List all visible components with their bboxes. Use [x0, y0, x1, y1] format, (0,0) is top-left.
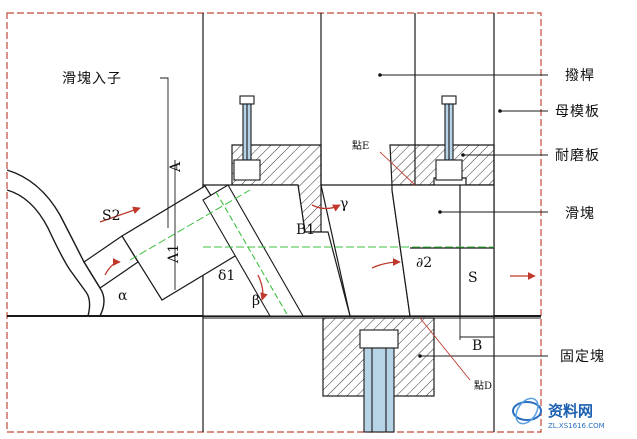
dim-b1: B1	[296, 222, 315, 238]
motion-arrows	[99, 204, 536, 301]
slider-block	[391, 184, 495, 317]
label-wear-plate: 耐磨板	[555, 148, 600, 164]
label-cavity-plate: 母模板	[555, 104, 600, 120]
mold-border	[6, 12, 542, 433]
watermark-title: 资料网	[548, 402, 593, 420]
label-slider: 滑塊	[565, 205, 595, 222]
leader-lines	[160, 73, 548, 381]
label-point-d: 點D	[474, 379, 492, 392]
bottom-rod	[359, 329, 399, 433]
watermark-url: ZL.XS1616.COM	[548, 422, 605, 430]
dim-beta: β	[252, 293, 260, 309]
dim-delta2: ∂2	[416, 255, 432, 271]
label-lifter-rod: 撥桿	[565, 68, 595, 84]
dim-lines	[174, 160, 495, 340]
label-fixed-block: 固定塊	[560, 349, 605, 365]
bolt-right	[435, 95, 463, 181]
angled-pin	[202, 184, 304, 317]
dim-b: B	[472, 338, 482, 354]
dim-s: S	[468, 270, 478, 286]
dim-gamma: γ	[340, 196, 348, 212]
dim-delta1: δ1	[218, 268, 235, 284]
dim-s2: S2	[102, 208, 121, 224]
dim-a1: A1	[166, 244, 182, 264]
label-slider-insert: 滑塊入子	[62, 70, 122, 87]
dim-alpha: α	[118, 288, 128, 304]
bolt-left	[233, 95, 261, 181]
label-point-e: 點E	[352, 139, 369, 152]
watermark-logo: 资料网 ZL.XS1616.COM	[512, 397, 605, 430]
part-profile	[6, 169, 105, 317]
centerlines	[129, 189, 494, 261]
dim-a: A	[168, 161, 184, 173]
